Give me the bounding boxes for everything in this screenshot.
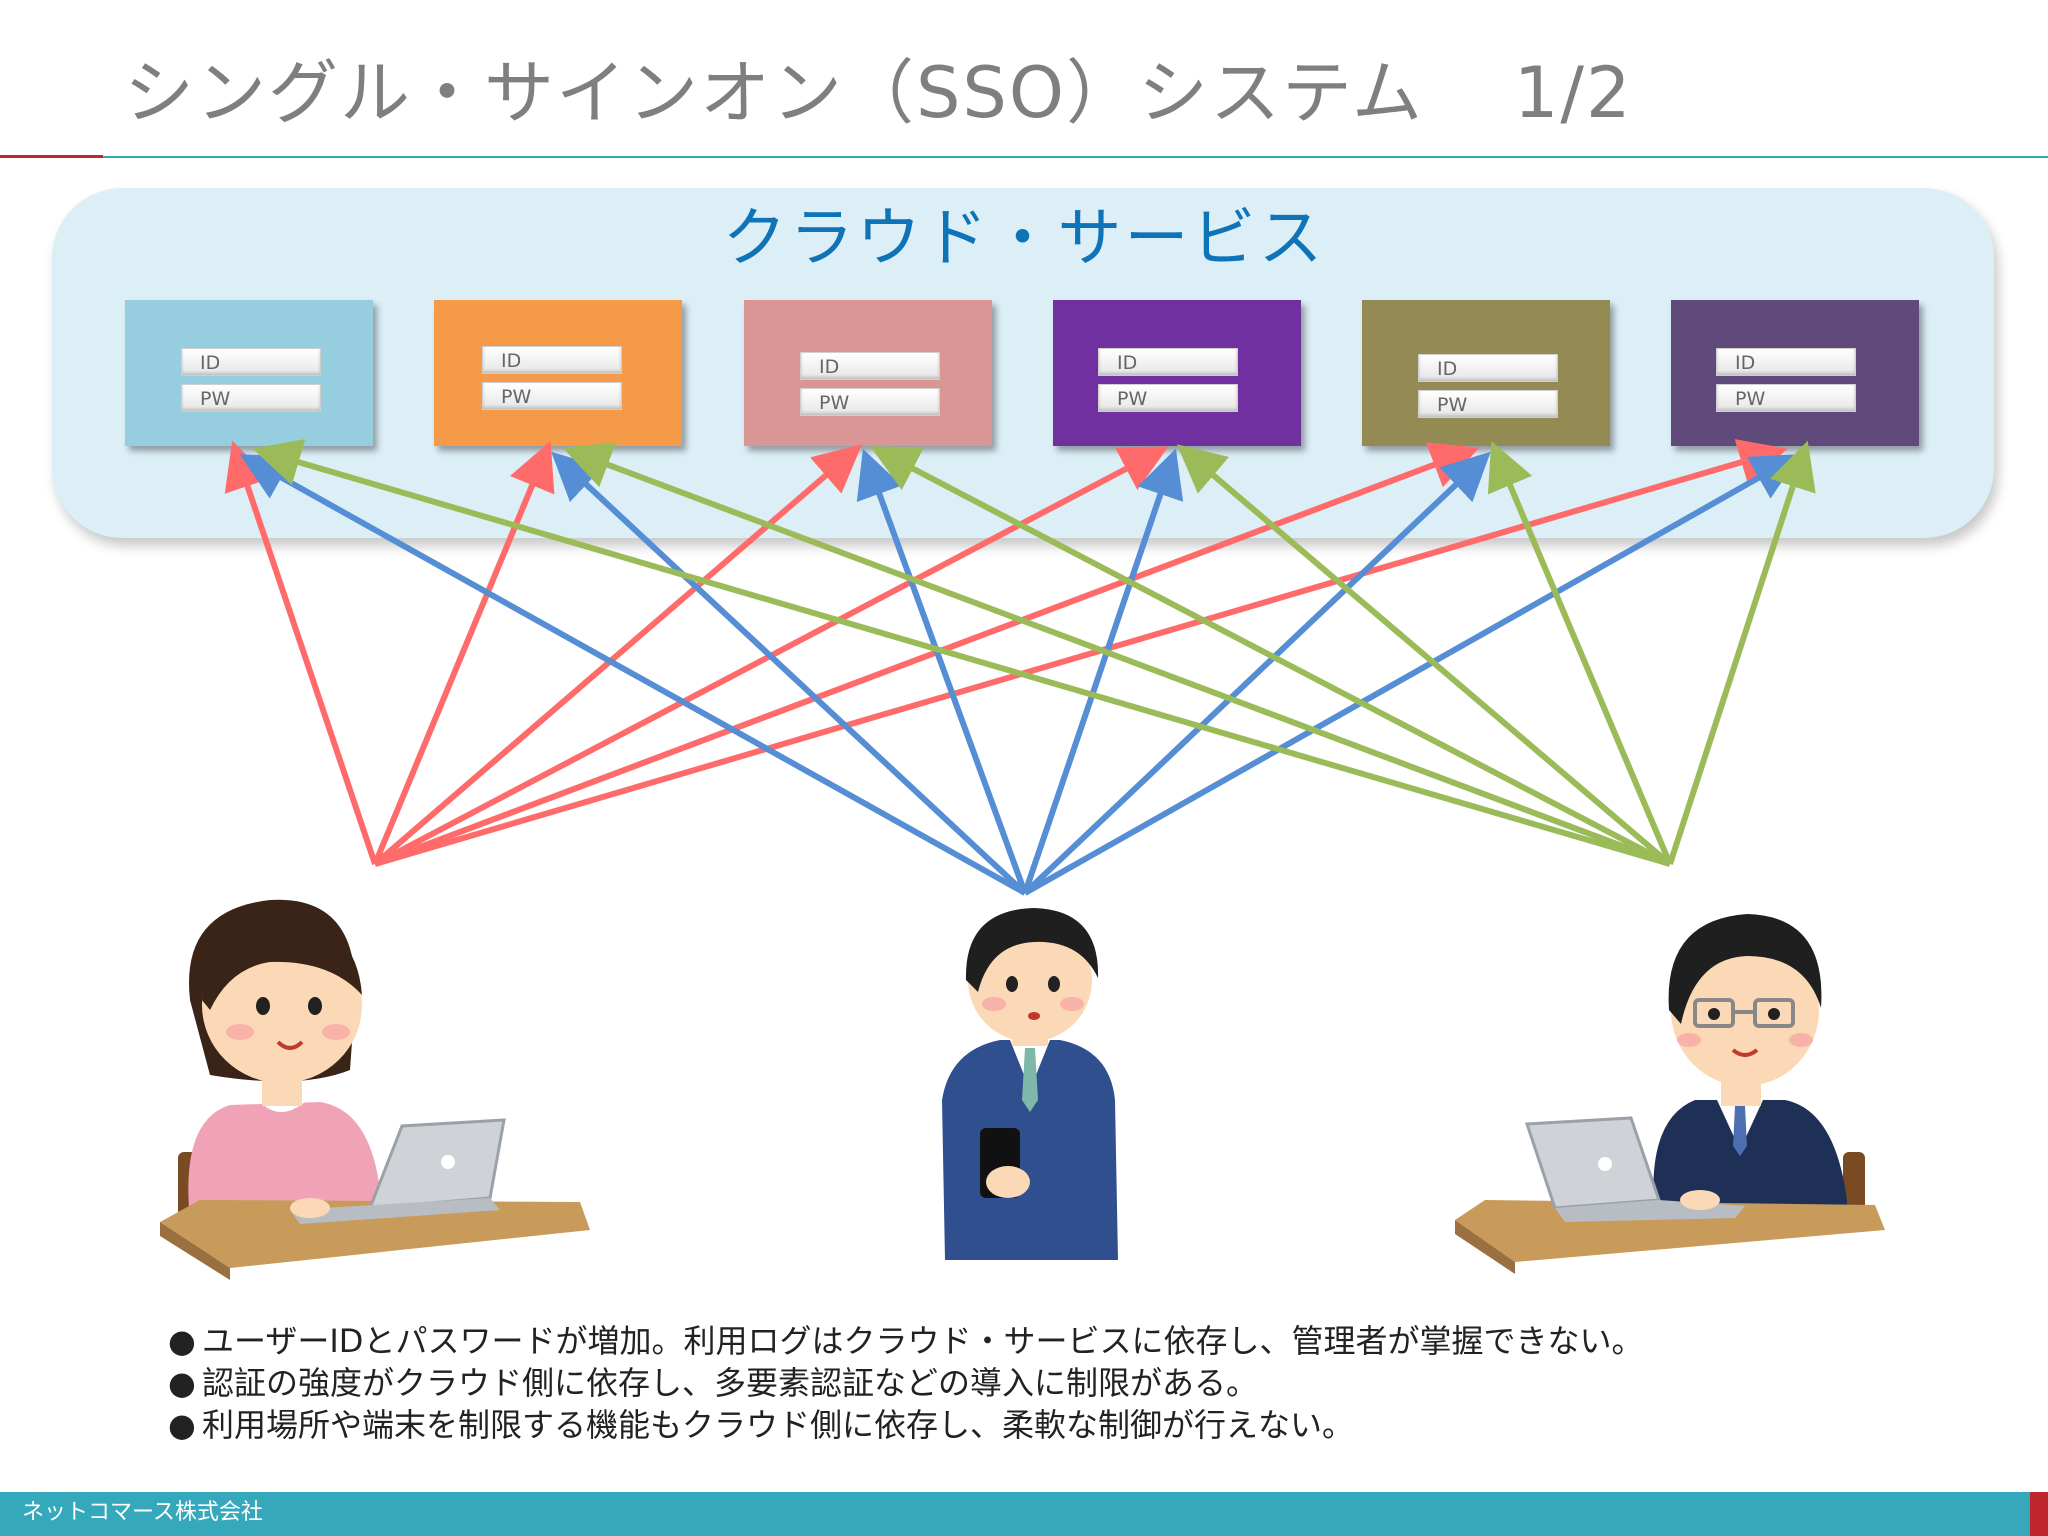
user-man-smartphone-illustration <box>942 908 1118 1260</box>
id-field: ID <box>1716 348 1856 376</box>
pw-field: PW <box>1098 384 1238 412</box>
service-box-1: ID PW <box>125 300 373 446</box>
list-item-text: 認証の強度がクラウド側に依存し、多要素認証などの導入に制限がある。 <box>202 1364 1259 1402</box>
list-item: ●利用場所や端末を制限する機能もクラウド側に依存し、柔軟な制御が行えない。 <box>168 1404 1643 1446</box>
arrow-man-glasses-laptop-to-service-4 <box>1176 444 1672 867</box>
bullet-dot-icon: ● <box>168 1364 196 1402</box>
service-box-4: ID PW <box>1053 300 1301 446</box>
id-field: ID <box>1418 354 1558 382</box>
arrow-man-smartphone-to-service-2 <box>551 451 1028 896</box>
service-box-5: ID PW <box>1362 300 1610 446</box>
issue-list: ●ユーザーIDとパスワードが増加。利用ログはクラウド・サービスに依存し、管理者が… <box>168 1320 1643 1446</box>
arrow-man-glasses-laptop-to-service-1 <box>252 439 1671 867</box>
page-number: 1/2 <box>1513 52 1633 134</box>
arrow-man-smartphone-to-service-3 <box>856 448 1028 895</box>
title-rule <box>103 156 2048 158</box>
id-field: ID <box>1098 348 1238 376</box>
bullet-dot-icon: ● <box>168 1322 196 1360</box>
arrow-man-smartphone-to-service-5 <box>1022 451 1491 896</box>
slide-title-text: シングル・サインオン（SSO）システム <box>124 52 1424 134</box>
arrow-man-smartphone-to-service-1 <box>239 454 1027 896</box>
arrow-woman-laptop-to-service-1 <box>224 440 378 865</box>
pw-field: PW <box>482 382 622 410</box>
list-item: ●認証の強度がクラウド側に依存し、多要素認証などの導入に制限がある。 <box>168 1362 1643 1404</box>
list-item-text: 利用場所や端末を制限する機能もクラウド側に依存し、柔軟な制御が行えない。 <box>202 1406 1355 1444</box>
pw-field: PW <box>181 384 321 412</box>
arrow-woman-laptop-to-service-4 <box>373 446 1169 867</box>
title-rule-accent <box>0 155 103 158</box>
list-item: ●ユーザーIDとパスワードが増加。利用ログはクラウド・サービスに依存し、管理者が… <box>168 1320 1643 1362</box>
footer-bar <box>0 1492 2030 1536</box>
arrow-man-glasses-laptop-to-service-6 <box>1667 440 1816 865</box>
id-field: ID <box>482 346 622 374</box>
user-woman-laptop-illustration <box>160 899 590 1280</box>
arrow-man-glasses-laptop-to-service-2 <box>562 442 1672 867</box>
pw-field: PW <box>800 388 940 416</box>
arrow-man-glasses-laptop-to-service-3 <box>870 446 1672 867</box>
list-item-text: ユーザーIDとパスワードが増加。利用ログはクラウド・サービスに依存し、管理者が掌… <box>202 1322 1644 1360</box>
service-box-6: ID PW <box>1671 300 1919 446</box>
pw-field: PW <box>1716 384 1856 412</box>
arrow-woman-laptop-to-service-6 <box>374 439 1788 867</box>
service-box-2: ID PW <box>434 300 682 446</box>
arrow-woman-laptop-to-service-5 <box>373 442 1480 867</box>
arrow-woman-laptop-to-service-2 <box>372 440 555 866</box>
arrow-man-smartphone-to-service-6 <box>1023 454 1801 896</box>
footer-accent <box>2030 1492 2048 1536</box>
pw-field: PW <box>1418 390 1558 418</box>
id-field: ID <box>800 352 940 380</box>
bullet-dot-icon: ● <box>168 1406 196 1444</box>
id-field: ID <box>181 348 321 376</box>
user-man-glasses-laptop-illustration <box>1455 914 1885 1274</box>
company-name: ネットコマース株式会社 <box>22 1500 263 1525</box>
cloud-services-label: クラウド・サービス <box>722 202 1326 276</box>
arrow-woman-laptop-to-service-3 <box>373 444 863 867</box>
arrow-man-glasses-laptop-to-service-5 <box>1487 440 1673 866</box>
cloud-services-panel <box>52 188 1994 538</box>
service-box-3: ID PW <box>744 300 992 446</box>
arrow-man-smartphone-to-service-4 <box>1022 448 1184 894</box>
